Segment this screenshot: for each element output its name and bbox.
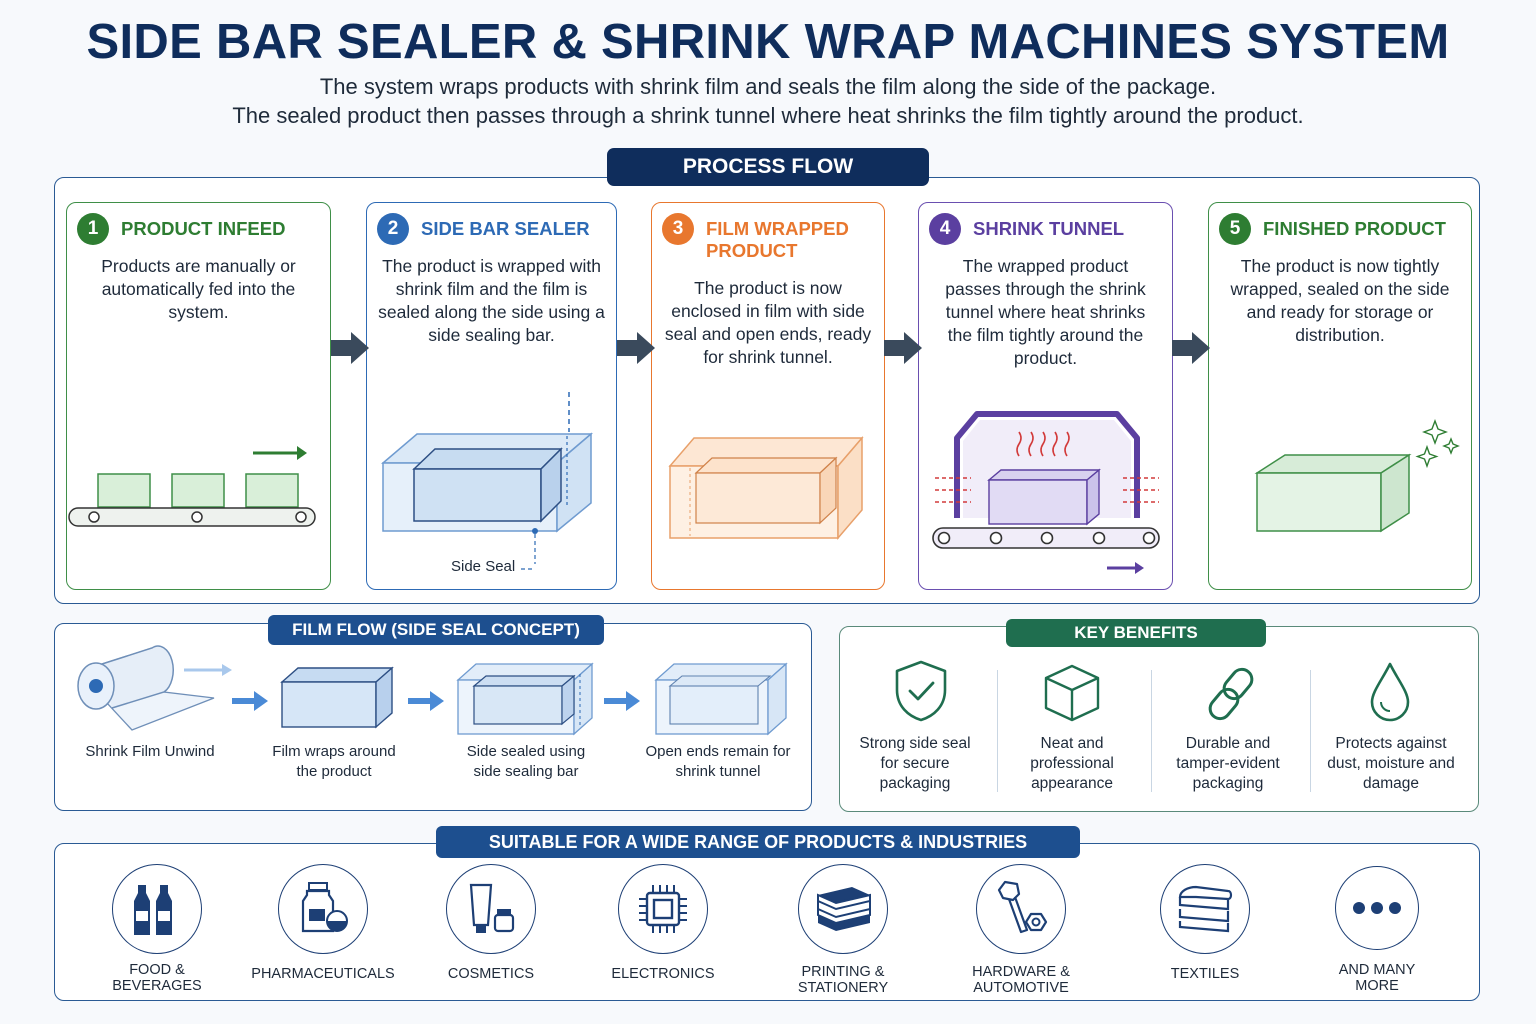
industry-hardware-automotive: HARDWARE & AUTOMOTIVE bbox=[936, 864, 1106, 996]
arrow-right-icon bbox=[408, 691, 444, 711]
bottles-icon bbox=[134, 885, 172, 935]
step-title: FILM WRAPPED PRODUCT bbox=[706, 218, 849, 261]
film-flow-label: FILM FLOW (SIDE SEAL CONCEPT) bbox=[268, 615, 604, 645]
benefit-text: Protects against dust, moisture and dama… bbox=[1327, 735, 1455, 792]
industry-label: PRINTING & STATIONERY bbox=[797, 964, 889, 996]
industry-cosmetics: COSMETICS bbox=[406, 864, 576, 982]
step-number: 2 bbox=[377, 213, 409, 245]
shrink-tunnel-illustration bbox=[932, 411, 1160, 574]
arrow-right-icon bbox=[617, 332, 655, 364]
more-dots-icon bbox=[1353, 902, 1401, 914]
chain-link-icon bbox=[1208, 667, 1254, 721]
step-title: PRODUCT INFEED bbox=[121, 218, 286, 239]
step-card-film-wrapped-product: 3 FILM WRAPPED PRODUCT The product is no… bbox=[651, 202, 885, 590]
step-title: FINISHED PRODUCT bbox=[1263, 218, 1446, 239]
process-flow-label: PROCESS FLOW bbox=[607, 148, 929, 186]
arrow-right-icon bbox=[884, 332, 922, 364]
key-benefits-panel bbox=[839, 626, 1479, 812]
step-number: 5 bbox=[1219, 213, 1251, 245]
film-roll-illustration bbox=[77, 645, 232, 731]
page-title: SIDE BAR SEALER & SHRINK WRAP MACHINES S… bbox=[86, 15, 1450, 69]
industry-pharmaceuticals: PHARMACEUTICALS bbox=[238, 864, 408, 982]
open-ends-box-illustration bbox=[654, 662, 788, 736]
finished-box-illustration bbox=[1254, 419, 1460, 533]
books-icon bbox=[817, 887, 871, 931]
industry-label: TEXTILES bbox=[1170, 966, 1240, 982]
droplet-icon bbox=[1370, 662, 1410, 722]
step-card-shrink-tunnel: 4 SHRINK TUNNEL The wrapped product pass… bbox=[918, 202, 1173, 590]
film-flow-caption: Open ends remain for shrink tunnel bbox=[645, 743, 791, 780]
benefit-text: Strong side seal for secure packaging bbox=[859, 735, 971, 792]
shield-check-icon bbox=[895, 660, 947, 722]
sealed-film-box-illustration bbox=[380, 392, 594, 570]
benefit-text: Neat and professional appearance bbox=[1030, 735, 1114, 792]
industry-label: AND MANY MORE bbox=[1338, 962, 1416, 994]
film-flow-caption: Film wraps around the product bbox=[272, 743, 396, 780]
bolt-nut-icon bbox=[997, 880, 1048, 934]
industry-label: PHARMACEUTICALS bbox=[251, 966, 395, 982]
folded-cloth-icon bbox=[1178, 885, 1233, 933]
cube-icon bbox=[1044, 664, 1100, 722]
step-number: 4 bbox=[929, 213, 961, 245]
industries-label: SUITABLE FOR A WIDE RANGE OF PRODUCTS & … bbox=[436, 826, 1080, 858]
step-card-finished-product: 5 FINISHED PRODUCT The product is now ti… bbox=[1208, 202, 1472, 590]
step-card-product-infeed: 1 PRODUCT INFEED Products are manually o… bbox=[66, 202, 331, 590]
step-description: Products are manually or automatically f… bbox=[101, 256, 296, 322]
step-card-side-bar-sealer: 2 SIDE BAR SEALER The product is wrapped… bbox=[366, 202, 617, 590]
industry-label: ELECTRONICS bbox=[611, 966, 715, 982]
industry-and-many-more: AND MANY MORE bbox=[1292, 866, 1462, 994]
step-title: SHRINK TUNNEL bbox=[973, 218, 1125, 239]
subtitle-line-2: The sealed product then passes through a… bbox=[232, 103, 1304, 128]
film-wrap-box-illustration bbox=[280, 666, 394, 729]
divider bbox=[997, 670, 998, 792]
industry-food-beverages: FOOD & BEVERAGES bbox=[72, 864, 242, 994]
film-wrapped-box-illustration bbox=[668, 435, 864, 541]
side-sealed-box-illustration bbox=[456, 662, 594, 736]
step-description: The product is wrapped with shrink film … bbox=[378, 256, 605, 345]
side-seal-callout: Side Seal bbox=[451, 558, 516, 575]
arrow-right-icon bbox=[331, 332, 369, 364]
industry-textiles: TEXTILES bbox=[1120, 864, 1290, 982]
industry-printing-stationery: PRINTING & STATIONERY bbox=[758, 864, 928, 996]
industry-label: HARDWARE & AUTOMOTIVE bbox=[972, 964, 1070, 996]
arrow-right-icon bbox=[1172, 332, 1210, 364]
infeed-conveyor-illustration bbox=[68, 446, 316, 527]
divider bbox=[1151, 670, 1152, 792]
arrow-right-icon bbox=[232, 691, 268, 711]
cosmetics-icon bbox=[469, 883, 515, 933]
step-description: The wrapped product passes through the s… bbox=[945, 256, 1146, 368]
subtitle-line-1: The system wraps products with shrink fi… bbox=[319, 74, 1217, 99]
film-flow-caption: Shrink Film Unwind bbox=[85, 743, 215, 760]
film-flow-caption: Side sealed using side sealing bar bbox=[466, 743, 586, 780]
industry-label: FOOD & BEVERAGES bbox=[112, 962, 202, 994]
step-description: The product is now enclosed in film with… bbox=[664, 278, 872, 367]
step-number: 1 bbox=[77, 213, 109, 245]
industry-electronics: ELECTRONICS bbox=[578, 864, 748, 982]
step-number: 3 bbox=[662, 213, 694, 245]
step-title: SIDE BAR SEALER bbox=[421, 218, 590, 239]
chip-icon bbox=[639, 885, 687, 933]
divider bbox=[1310, 670, 1311, 792]
benefit-text: Durable and tamper-evident packaging bbox=[1176, 735, 1280, 792]
industry-label: COSMETICS bbox=[447, 966, 535, 982]
medicine-icon bbox=[301, 882, 348, 933]
step-description: The product is now tightly wrapped, seal… bbox=[1230, 256, 1450, 345]
arrow-right-icon bbox=[604, 691, 640, 711]
key-benefits-label: KEY BENEFITS bbox=[1006, 619, 1266, 647]
